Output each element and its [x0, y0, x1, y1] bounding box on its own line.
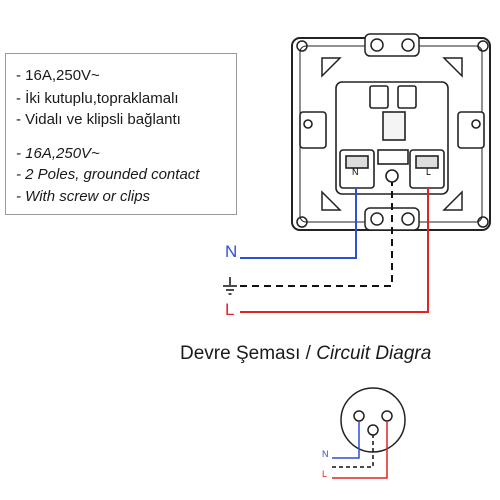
title-english: Circuit Diagra	[316, 343, 432, 364]
terminal-live-mark: L	[426, 167, 432, 177]
spec-en-connection: - With screw or clips	[16, 188, 151, 205]
earth-screw	[385, 169, 399, 183]
terminal-live	[409, 149, 445, 189]
circuit-live-label: L	[322, 469, 328, 479]
circuit-live-wire	[332, 421, 388, 479]
terminal-neutral-mark: N	[352, 167, 359, 177]
spec-en-poles: - 2 Poles, grounded contact	[16, 166, 200, 183]
spec-tr-connection: - Vidalı ve klipsli bağlantı	[16, 111, 181, 128]
live-wire	[240, 188, 429, 313]
specifications-box: - 16A,250V~ - İki kutuplu,topraklamalı -…	[5, 53, 237, 215]
title-separator: /	[300, 343, 317, 364]
spec-en-rating: - 16A,250V~	[16, 145, 100, 162]
circuit-neutral-wire	[332, 421, 360, 459]
spec-tr-rating: - 16A,250V~	[16, 67, 100, 84]
neutral-wire	[240, 188, 357, 259]
neutral-label: N	[225, 242, 238, 261]
live-label: L	[225, 300, 235, 319]
spec-tr-poles: - İki kutuplu,topraklamalı	[16, 90, 179, 107]
circuit-neutral-label: N	[322, 449, 329, 459]
title-turkish: Devre Şeması	[180, 343, 301, 364]
earth-wire	[240, 182, 393, 287]
circuit-diagram-title: Devre Şeması / Circuit Diagra	[180, 343, 431, 365]
terminal-neutral	[339, 149, 375, 189]
earth-symbol-icon	[223, 277, 237, 295]
